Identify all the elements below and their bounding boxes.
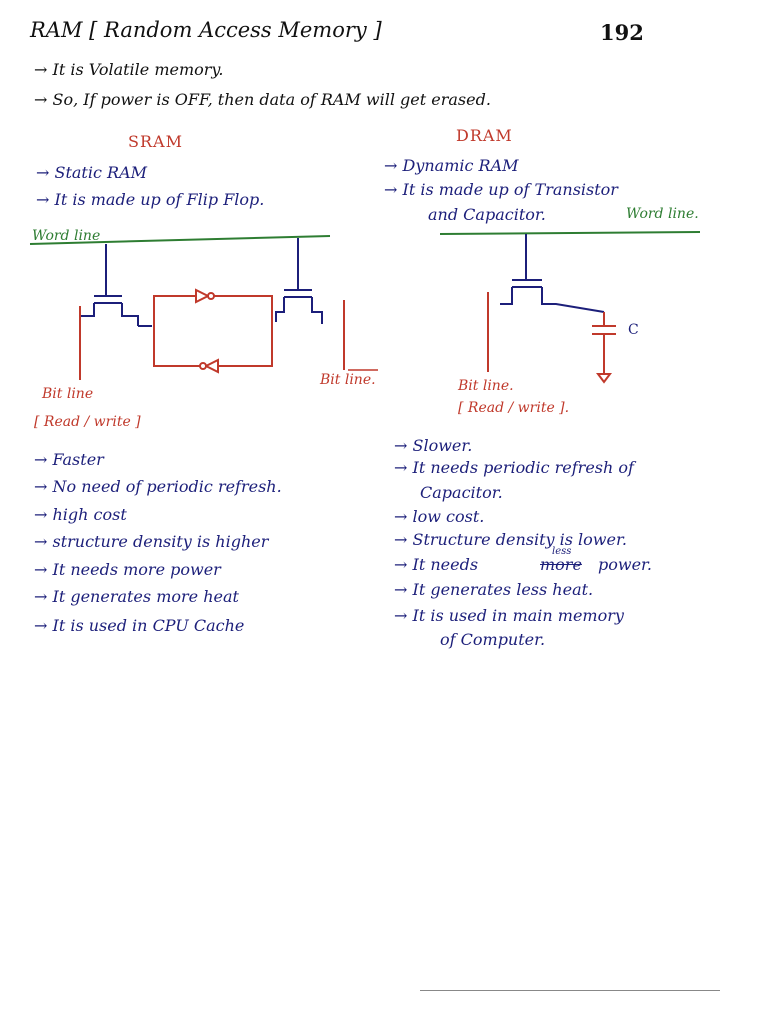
dram-transistor (500, 234, 605, 313)
sram-read-write-label: [ Read / write ] (34, 414, 141, 430)
dram-point-3: and Capacitor. (428, 205, 546, 224)
dram-feature-3: → low cost. (394, 507, 485, 526)
capacitor-label: C (628, 322, 639, 338)
sram-flip-flop (153, 288, 273, 374)
dram-heading: DRAM (456, 126, 513, 145)
sram-bit-line-left-label: Bit line (42, 386, 94, 402)
dram-feature-5-start: → It needs (394, 555, 479, 574)
dram-feature-5-struck: more (540, 555, 582, 574)
dram-word-line (439, 231, 701, 235)
dram-feature-1: → Slower. (394, 436, 473, 455)
dram-feature-2-cont: Capacitor. (420, 483, 503, 502)
dram-feature-7-cont: of Computer. (440, 630, 546, 649)
sram-heading: SRAM (128, 132, 183, 151)
intro-line-2: → So, If power is OFF, then data of RAM … (34, 90, 491, 109)
dram-feature-5-end: power. (598, 555, 653, 574)
dram-feature-2: → It needs periodic refresh of (394, 458, 634, 477)
bottom-rule (420, 990, 720, 991)
dram-point-2: → It is made up of Transistor (384, 180, 618, 199)
sram-word-line (29, 235, 331, 245)
dram-read-write-label: [ Read / write ]. (458, 400, 570, 416)
dram-capacitor (592, 312, 616, 384)
dram-feature-4: → Structure density is lower. (394, 530, 627, 549)
sram-point-1: → Static RAM (36, 163, 147, 182)
page-title: RAM [ Random Access Memory ] (30, 18, 382, 42)
sram-right-transistor (275, 238, 323, 324)
sram-feature-5: → It needs more power (34, 560, 221, 579)
sram-left-transistor (79, 244, 152, 327)
page-number: 192 (600, 20, 644, 45)
sram-feature-4: → structure density is higher (34, 532, 269, 551)
sram-bit-line-right-label: Bit line. (320, 372, 376, 388)
sram-feature-1: → Faster (34, 450, 104, 469)
dram-feature-5-correction: less (552, 546, 572, 557)
intro-line-1: → It is Volatile memory. (34, 60, 224, 79)
sram-feature-6: → It generates more heat (34, 587, 239, 606)
dram-point-1: → Dynamic RAM (384, 156, 519, 175)
sram-feature-3: → high cost (34, 505, 127, 524)
dram-bit-line-label: Bit line. (458, 378, 514, 394)
dram-feature-7: → It is used in main memory (394, 606, 624, 625)
dram-word-line-label: Word line. (626, 206, 699, 222)
dram-feature-6: → It generates less heat. (394, 580, 594, 599)
sram-feature-7: → It is used in CPU Cache (34, 616, 245, 635)
sram-point-2: → It is made up of Flip Flop. (36, 190, 265, 209)
sram-word-line-label: Word line (32, 228, 101, 244)
sram-feature-2: → No need of periodic refresh. (34, 477, 282, 496)
